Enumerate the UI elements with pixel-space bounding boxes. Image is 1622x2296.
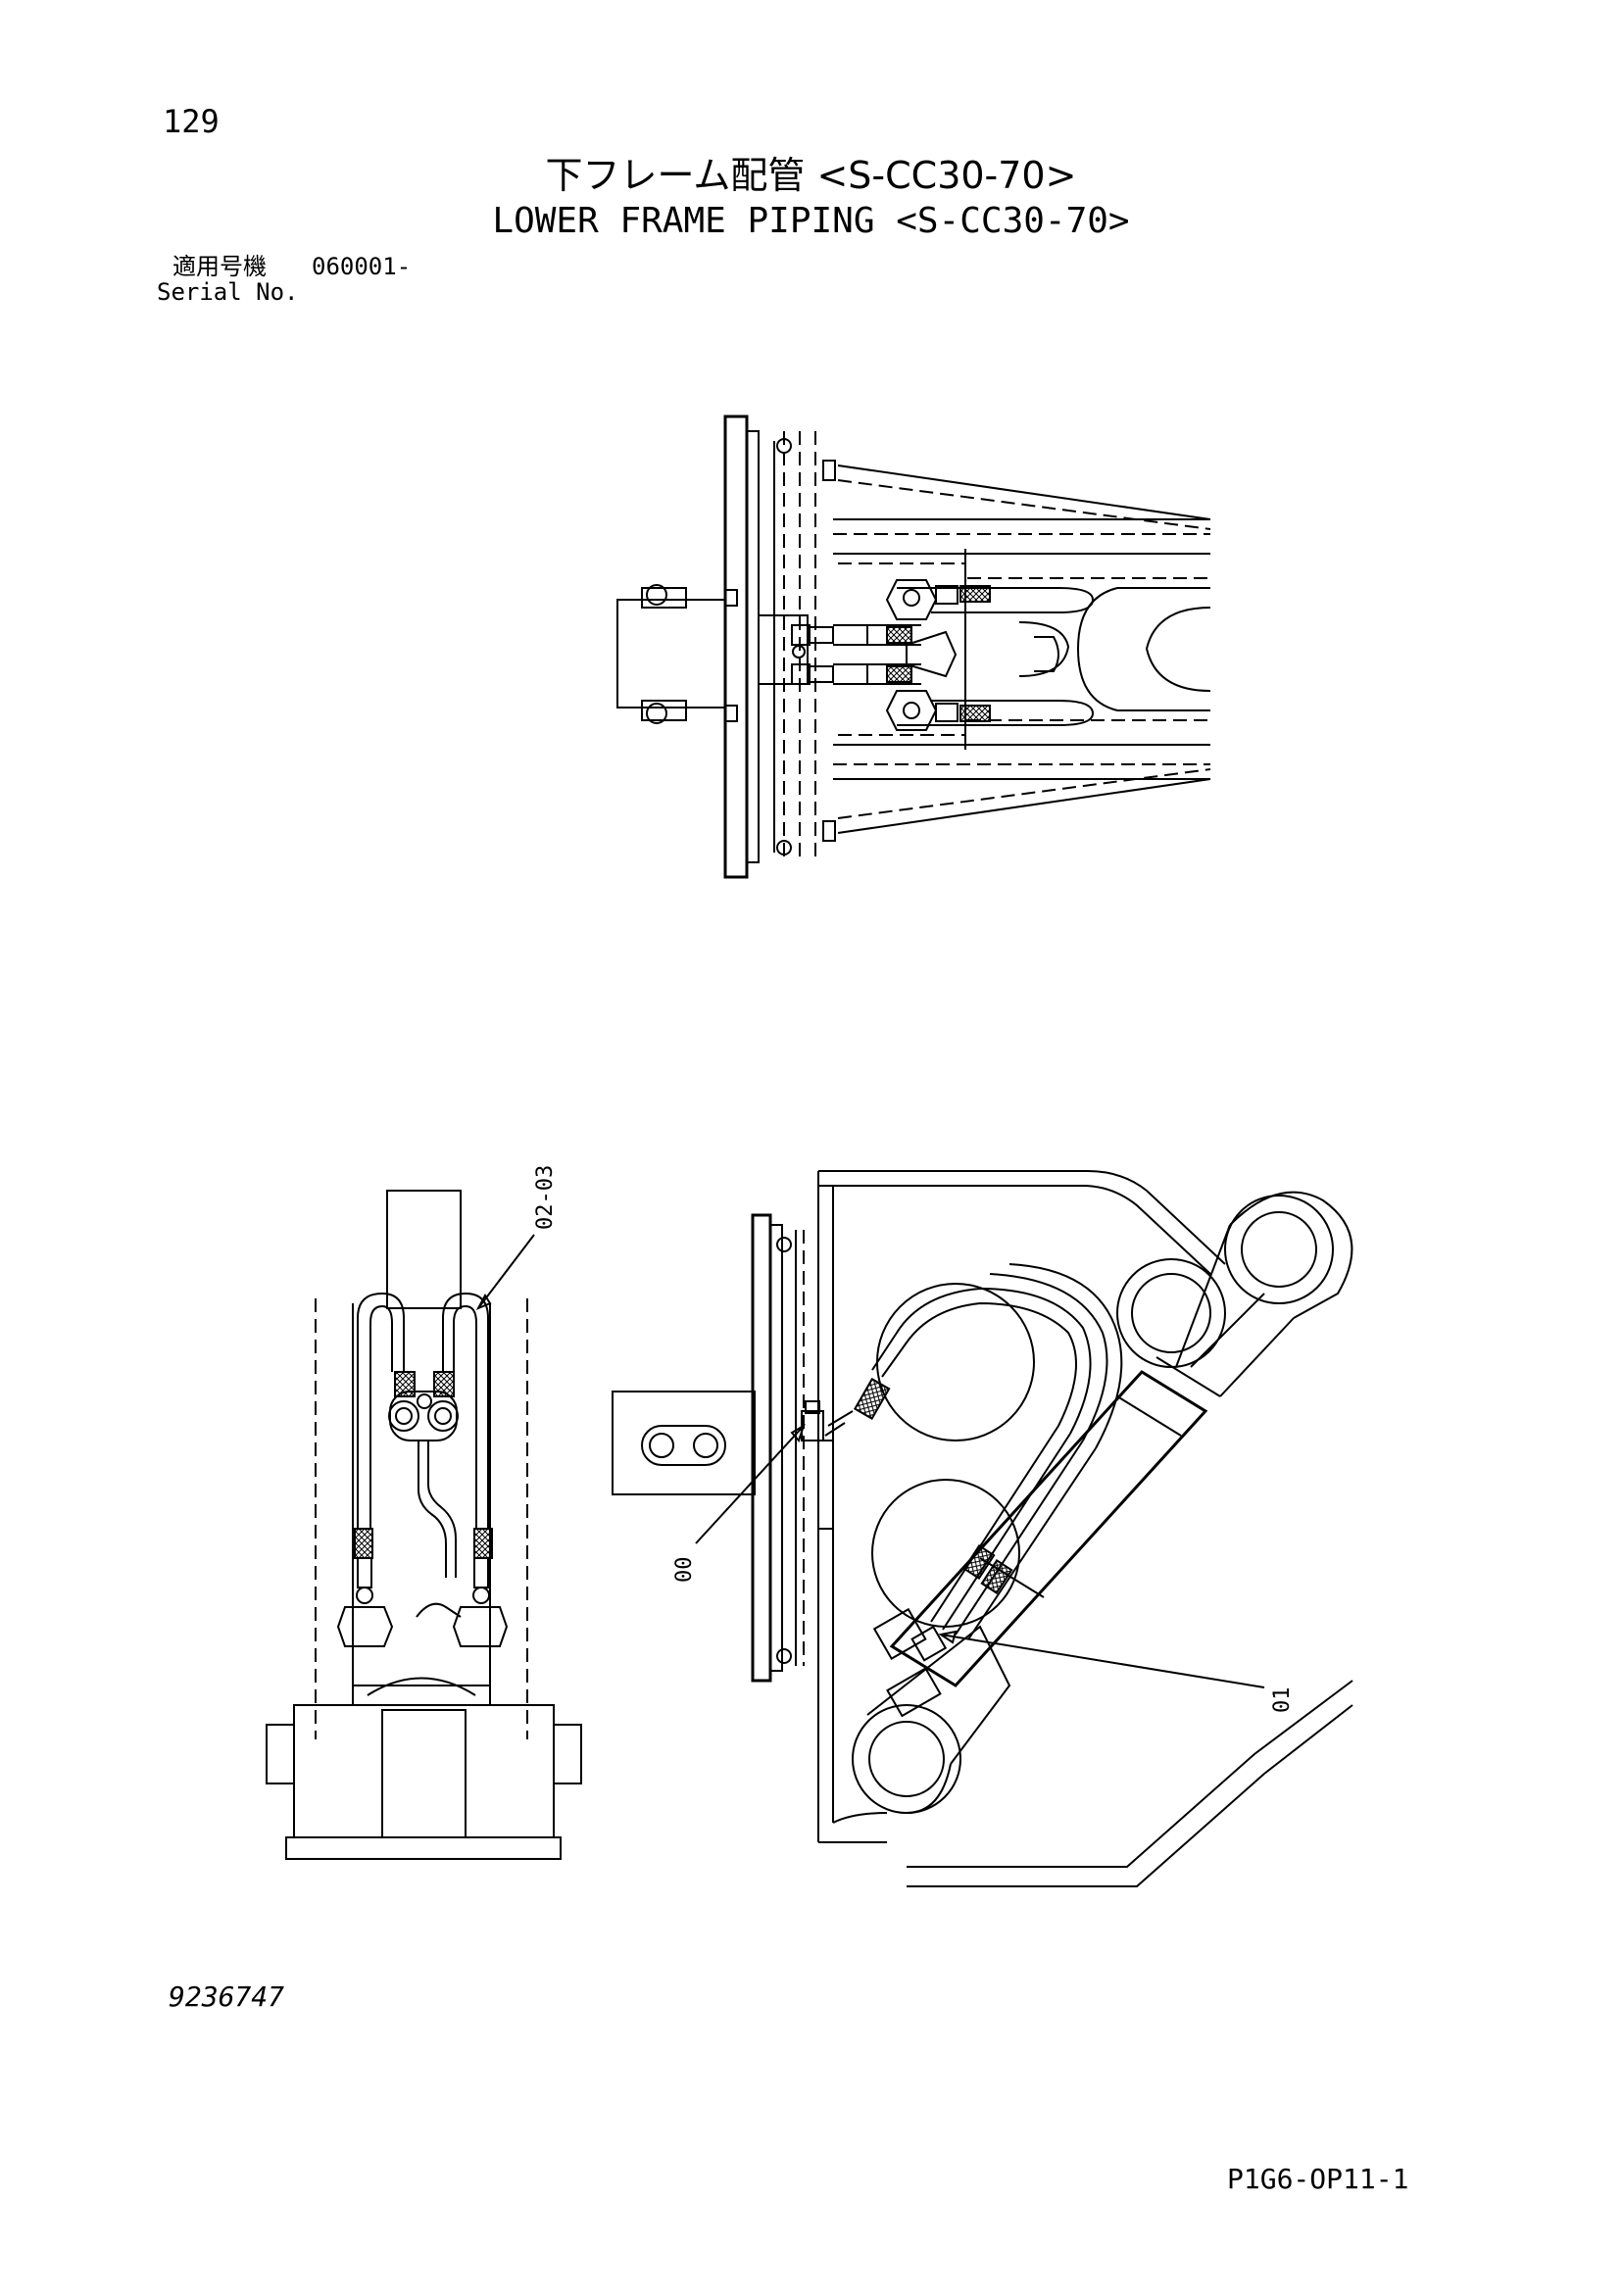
top-view-drawing: [616, 415, 1211, 879]
sheet-code: P1G6-OP11-1: [1227, 2163, 1409, 2195]
page-number: 129: [163, 103, 220, 140]
callout-01: 01: [1270, 1687, 1295, 1714]
drawing-number: 9236747: [169, 1980, 285, 2013]
serial-label-japanese: 適用号機: [172, 253, 267, 280]
serial-value: 060001-: [312, 253, 412, 280]
callout-00: 00: [672, 1557, 697, 1584]
callout-02-03: 02-03: [533, 1165, 558, 1230]
title-english: LOWER FRAME PIPING <S-CC30-70>: [492, 201, 1130, 241]
serial-label-english: Serial No.: [157, 278, 299, 306]
title-japanese: 下フレーム配管 <S-CC30-70>: [545, 154, 1077, 197]
side-view-drawing: [612, 1170, 1353, 1887]
front-view-drawing: [266, 1190, 582, 1860]
